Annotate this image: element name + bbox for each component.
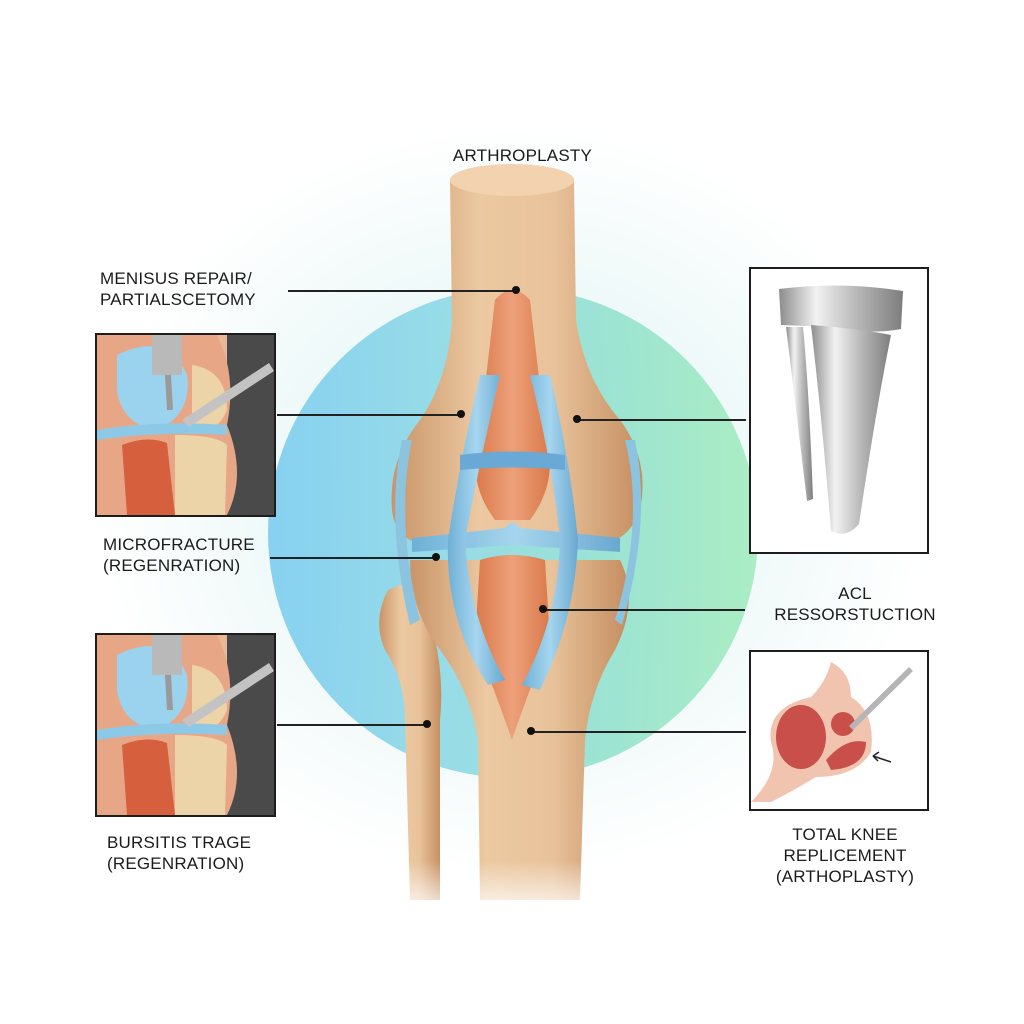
tkr-line2: REPLICEMENT	[783, 846, 907, 865]
leader-dot-acl	[539, 605, 547, 613]
leader-dot-top-panel	[457, 410, 465, 418]
ligaments	[395, 375, 642, 690]
meniscus-line1: MENISUS REPAIR/	[100, 269, 252, 288]
bursa-drainage-icon	[751, 662, 913, 802]
arthroscopy-illustration	[97, 635, 274, 815]
bottom-fade	[370, 860, 660, 920]
implant-panel	[749, 267, 929, 554]
leader-dot-microfracture	[432, 553, 440, 561]
bursitis-label: BURSITIS TRAGE (REGENRATION)	[107, 832, 251, 874]
tkr-line1: TOTAL KNEE	[792, 825, 898, 844]
acl-line2: RESSORSTUCTION	[774, 605, 936, 624]
microfracture-label: MICROFRACTURE (REGENRATION)	[103, 534, 255, 576]
acl-line1: ACL	[838, 584, 872, 603]
leader-dot-tkr	[527, 727, 535, 735]
bursitis-line1: BURSITIS TRAGE	[107, 833, 252, 852]
leader-dot-implant	[573, 415, 581, 423]
microfracture-line2: (REGENRATION)	[103, 556, 241, 575]
fibula	[379, 585, 442, 900]
acl-label: ACL RESSORSTUCTION	[770, 583, 940, 625]
leader-dot-bursitis	[423, 720, 431, 728]
leader-dot-meniscus	[512, 286, 520, 294]
leader-line-acl	[545, 609, 745, 611]
leader-line-implant	[578, 419, 746, 421]
tibia	[410, 560, 629, 900]
meniscus-label: MENISUS REPAIR/ PARTIALSCETOMY	[100, 268, 256, 310]
arthroscopy-panel-bottom	[95, 633, 276, 817]
title-label: ARTHROPLASTY	[430, 124, 606, 166]
bursa-panel	[749, 650, 929, 811]
bursitis-line2: (REGENRATION)	[107, 854, 245, 873]
tkr-line3: (ARTHOPLASTY)	[775, 867, 915, 886]
tibial-implant-icon	[779, 285, 903, 534]
leader-line-microfracture	[270, 557, 435, 559]
title-text: ARTHROPLASTY	[452, 146, 592, 165]
tkr-label: TOTAL KNEE REPLICEMENT (ARTHOPLASTY)	[765, 824, 925, 887]
arthroscopy-illustration	[97, 335, 274, 515]
microfracture-line1: MICROFRACTURE	[103, 535, 255, 554]
arthroscopy-panel-top	[95, 333, 276, 517]
meniscus-line2: PARTIALSCETOMY	[100, 290, 256, 309]
leader-line-meniscus	[288, 290, 514, 292]
leader-line-top-panel	[277, 414, 462, 416]
leader-line-bursitis	[277, 724, 427, 726]
leader-line-tkr	[533, 731, 746, 733]
